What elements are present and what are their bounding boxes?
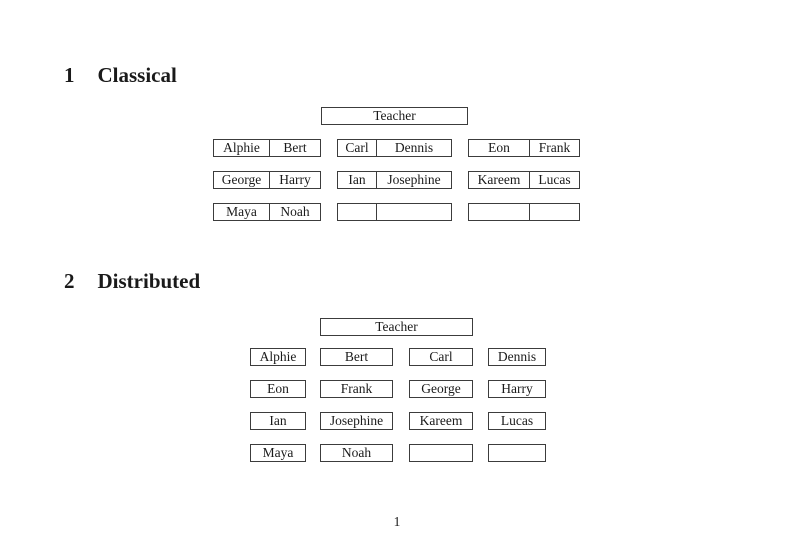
student-box-empty [409,444,473,462]
student-box: Josephine [320,412,393,430]
desk: Ian Josephine [337,171,452,189]
seat-left: George [214,172,270,188]
teacher-box: Teacher [320,318,473,336]
desk: Alphie Bert [213,139,321,157]
seat-right: Frank [538,140,571,155]
desk-empty [337,203,452,221]
desk-empty [468,203,580,221]
seat-left: Maya [214,204,270,220]
seat-right [377,204,451,220]
teacher-label: Teacher [375,319,418,334]
seat-right: Lucas [538,172,571,187]
student-box: Noah [320,444,393,462]
desk: Kareem Lucas [468,171,580,189]
desk: George Harry [213,171,321,189]
seat-right: Dennis [394,140,434,155]
desk: Eon Frank [468,139,580,157]
seat-left: Ian [338,172,377,188]
student-box: Carl [409,348,473,366]
student-box: Bert [320,348,393,366]
section-title: Classical [97,63,177,87]
page-number: 1 [393,514,401,529]
student-box: Frank [320,380,393,398]
seat-left: Eon [469,140,530,156]
section-number: 2 [64,269,75,293]
seat-left: Alphie [214,140,270,156]
seat-left [469,204,530,220]
teacher-label: Teacher [373,108,416,123]
seat-right: Noah [280,204,310,219]
seat-right: Josephine [387,172,441,187]
student-box: Alphie [250,348,306,366]
desk: Maya Noah [213,203,321,221]
student-box: Ian [250,412,306,430]
student-box: Lucas [488,412,546,430]
student-box: Kareem [409,412,473,430]
student-box-empty [488,444,546,462]
section-title: Distributed [97,269,201,293]
seat-left [338,204,377,220]
seat-left: Kareem [469,172,530,188]
teacher-box: Teacher [321,107,468,125]
student-box: Dennis [488,348,546,366]
student-box: George [409,380,473,398]
student-box: Eon [250,380,306,398]
student-box: Maya [250,444,306,462]
seat-right: Harry [279,172,311,187]
desk: Carl Dennis [337,139,452,157]
section-heading-distributed: 2 Distributed [64,269,200,293]
section-number: 1 [64,63,75,87]
student-box: Harry [488,380,546,398]
section-heading-classical: 1 Classical [64,63,177,87]
seat-left: Carl [338,140,377,156]
seat-right [530,204,579,220]
seat-right: Bert [283,140,307,155]
